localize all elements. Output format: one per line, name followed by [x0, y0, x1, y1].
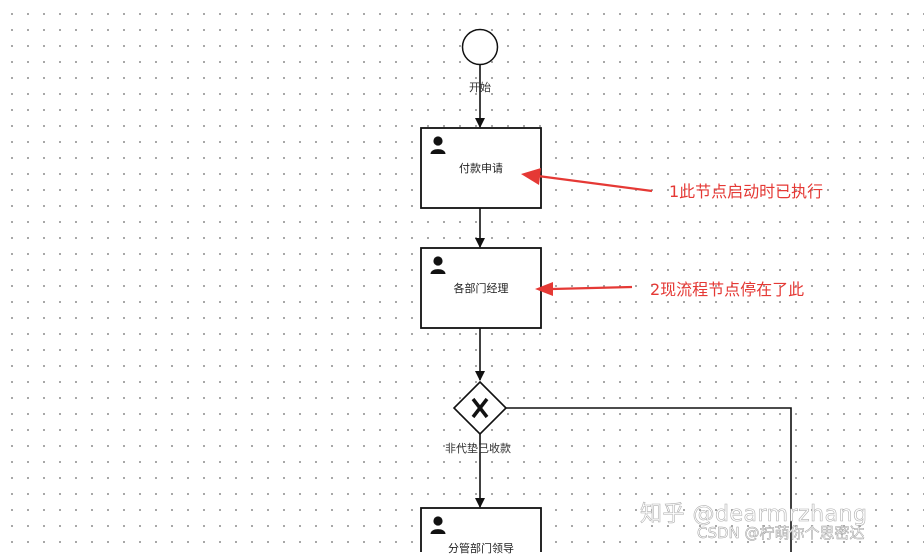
task-label-1: 付款申请: [459, 162, 503, 175]
task-box-1[interactable]: [420, 127, 542, 209]
user-icon: [430, 516, 446, 534]
start-event-label: 开始: [469, 81, 491, 94]
start-event[interactable]: [461, 28, 499, 66]
user-icon: [430, 136, 446, 154]
task-label-2: 各部门经理: [453, 282, 509, 295]
task-label-3: 分管部门领导: [448, 542, 514, 555]
x-icon: [471, 397, 489, 419]
watermark-zhihu: 知乎 @dearmrzhang: [640, 502, 868, 528]
annotation-note-2: 2现流程节点停在了此: [650, 280, 805, 299]
annotation-arrow-2: [535, 282, 633, 296]
flow-gateway-right-branch[interactable]: [505, 407, 792, 552]
watermark-csdn: CSDN @柠萌你个思密达: [697, 524, 865, 543]
user-icon: [430, 256, 446, 274]
annotation-arrow-1: [521, 168, 653, 193]
gateway-label: 非代垫已收款: [445, 442, 511, 455]
annotation-note-1: 1此节点启动时已执行: [669, 182, 824, 201]
